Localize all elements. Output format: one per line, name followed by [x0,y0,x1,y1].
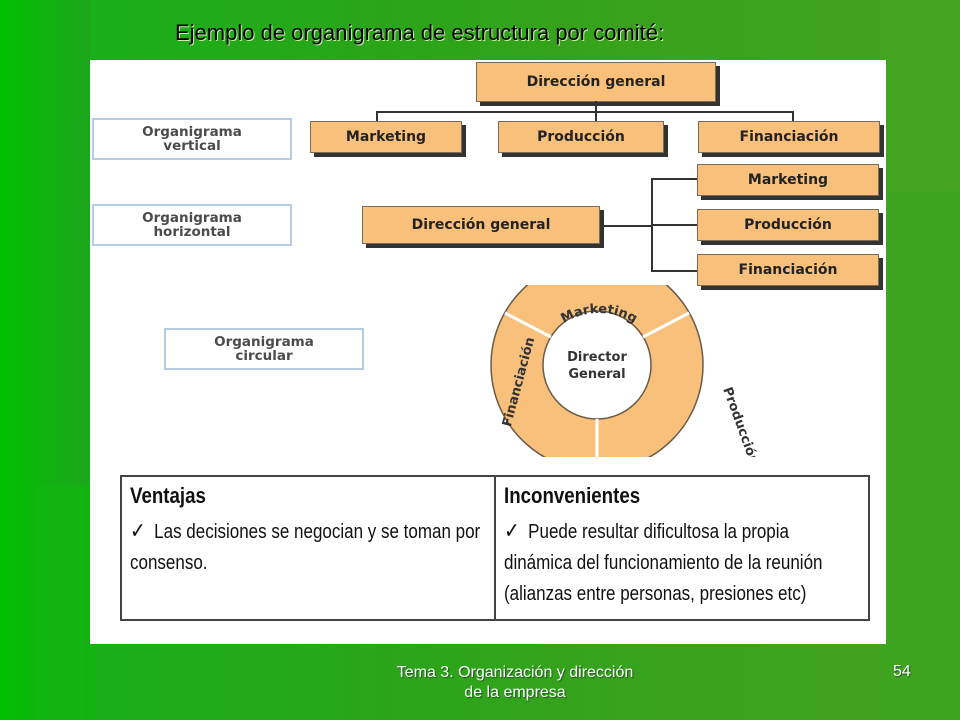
center-label: Director [567,350,627,365]
advantages-header: Ventajas [130,483,206,508]
circular-label: Organigrama circular [164,328,364,370]
slide-footer: Tema 3. Organización y dirección de la e… [370,663,660,703]
sector-divider [642,311,690,339]
sector-divider [504,311,552,339]
vertical-child-box: Producción [498,121,664,153]
connector-line [595,111,597,121]
slide-title: Ejemplo de organigrama de estructura por… [175,20,665,45]
connector-line [651,178,697,180]
background-panel [35,485,95,720]
advantages-text: ✓Las decisiones se negocian y se toman p… [130,515,487,579]
connector-line [600,225,652,227]
label-line: Organigrama [142,210,242,226]
circular-chart: Director General Marketing Producción Fi… [490,285,761,457]
label-line: circular [235,348,293,364]
horizontal-child-box: Marketing [697,164,879,196]
label-line: Organigrama [142,124,242,140]
footer-line: Tema 3. Organización y dirección [396,664,634,681]
vertical-child-box: Marketing [310,121,462,153]
disadvantages-cell: Inconvenientes ✓Puede resultar dificulto… [494,477,868,619]
horizontal-child-box: Financiación [697,254,879,286]
connector-line [651,270,697,272]
footer-line: de la empresa [464,684,566,701]
center-label: General [568,367,625,382]
page-number: 54 [893,663,911,680]
pros-cons-table: Ventajas ✓Las decisiones se negocian y s… [120,475,870,621]
disadvantages-header: Inconvenientes [504,483,641,508]
vertical-child-box: Financiación [698,121,880,153]
check-icon: ✓ [504,518,520,543]
label-line: Organigrama [214,334,314,350]
label-line: horizontal [153,224,231,240]
background-panel [880,190,960,720]
horizontal-root-box: Dirección general [362,206,600,244]
sector-label-produccion: Producción [719,385,761,457]
diagram-canvas: Organigrama vertical Dirección general M… [90,60,886,644]
horizontal-child-box: Producción [697,209,879,241]
disadvantages-body: Puede resultar dificultosa la propia din… [504,521,823,605]
connector-line [376,111,378,121]
connector-line [651,224,697,226]
connector-line [595,101,597,111]
circular-center [542,310,652,420]
disadvantages-text: ✓Puede resultar dificultosa la propia di… [504,515,861,610]
vertical-top-box: Dirección general [476,62,716,102]
vertical-label: Organigrama vertical [92,118,292,160]
check-icon: ✓ [130,518,146,543]
advantages-cell: Ventajas ✓Las decisiones se negocian y s… [122,477,494,619]
horizontal-label: Organigrama horizontal [92,204,292,246]
connector-line [376,111,794,113]
label-line: vertical [163,138,221,154]
advantages-body: Las decisiones se negocian y se toman po… [130,521,481,574]
connector-line [792,111,794,121]
